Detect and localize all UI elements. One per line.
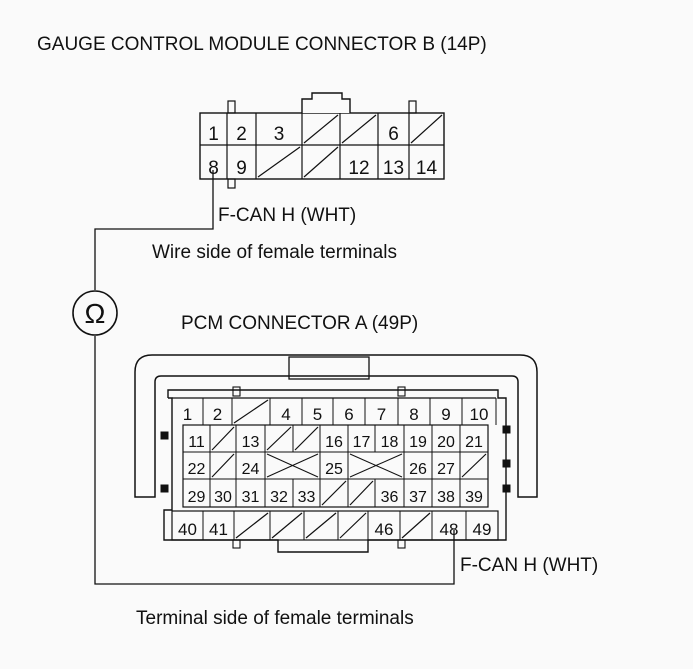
terminal-29: 29	[188, 489, 206, 506]
terminal-20: 20	[437, 434, 455, 451]
terminal-30: 30	[214, 489, 232, 506]
terminal-21: 21	[465, 434, 483, 451]
pcm-view-label: Terminal side of female terminals	[136, 608, 414, 629]
terminal-7: 7	[377, 405, 386, 424]
pcm-guide-tab	[397, 386, 406, 397]
terminal-48: 48	[440, 520, 459, 539]
blank-terminal	[341, 114, 377, 144]
terminal-25: 25	[325, 461, 343, 478]
blank-terminal	[461, 453, 487, 478]
terminal-36: 36	[381, 489, 399, 506]
terminal-19: 19	[409, 434, 427, 451]
blank-terminal	[211, 453, 235, 478]
terminal-38: 38	[437, 489, 455, 506]
gauge-guide-tab	[227, 100, 236, 114]
terminal-46: 46	[375, 520, 394, 539]
ohm-icon: Ω	[85, 298, 106, 329]
blank-terminal	[401, 512, 431, 539]
lead-to-pcm-terminal-48	[94, 336, 455, 585]
terminal-2: 2	[213, 405, 222, 424]
gauge-view-label: Wire side of female terminals	[152, 242, 397, 263]
pcm-inner-housing	[163, 389, 507, 553]
terminal-4: 4	[281, 405, 290, 424]
terminal-11: 11	[188, 434, 205, 451]
blank-terminal	[294, 426, 319, 451]
lead-to-gauge-terminal-8	[94, 170, 214, 290]
pcm-top-key	[288, 356, 370, 380]
blank-terminal	[339, 512, 367, 539]
terminal-37: 37	[409, 489, 427, 506]
terminal-1: 1	[208, 124, 219, 145]
terminal-22: 22	[188, 461, 206, 478]
terminal-32: 32	[270, 489, 288, 506]
terminal-49: 49	[473, 520, 492, 539]
terminal-5: 5	[313, 405, 322, 424]
blank-terminal	[211, 426, 235, 451]
gauge-wire-label: F-CAN H (WHT)	[218, 205, 357, 226]
pcm-middle-block	[182, 424, 489, 508]
terminal-31: 31	[242, 489, 260, 506]
terminal-41: 41	[209, 520, 228, 539]
terminal-33: 33	[298, 489, 316, 506]
pcm-wire-label: F-CAN H (WHT)	[460, 555, 599, 576]
terminal-8: 8	[409, 405, 418, 424]
pcm-connector-title: PCM CONNECTOR A (49P)	[181, 313, 419, 334]
blank-terminal	[321, 480, 347, 506]
test-leads: Ω	[72, 170, 455, 585]
gauge-latch	[301, 92, 351, 113]
pcm-lock-mark	[160, 484, 169, 493]
terminal-18: 18	[381, 434, 399, 451]
gauge-guide-tab	[408, 100, 417, 114]
terminal-13: 13	[242, 434, 260, 451]
terminal-16: 16	[325, 434, 343, 451]
pcm-bottom-row	[171, 510, 499, 541]
blank-terminal	[305, 512, 337, 539]
terminal-6: 6	[344, 405, 353, 424]
terminal-1: 1	[183, 405, 192, 424]
blank-terminal	[303, 114, 339, 144]
pcm-guide-tab	[232, 386, 241, 397]
terminal-9: 9	[441, 405, 450, 424]
terminal-13: 13	[383, 158, 404, 179]
terminal-14: 14	[416, 158, 438, 179]
terminal-2: 2	[236, 124, 247, 145]
terminal-24: 24	[242, 461, 260, 478]
blank-terminal-cross	[349, 453, 403, 478]
blank-terminal	[266, 426, 292, 451]
terminal-39: 39	[465, 489, 483, 506]
gauge-guide-tab	[227, 178, 236, 189]
terminal-9: 9	[236, 158, 247, 179]
blank-terminal	[257, 146, 301, 178]
terminal-26: 26	[409, 461, 427, 478]
blank-terminal	[271, 512, 303, 539]
blank-terminal	[303, 146, 339, 178]
pcm-shroud	[134, 354, 538, 498]
terminal-6: 6	[388, 124, 399, 145]
blank-terminal	[410, 114, 443, 144]
terminal-3: 3	[274, 124, 285, 145]
blank-terminal	[233, 399, 269, 424]
terminal-17: 17	[353, 434, 371, 451]
terminal-12: 12	[348, 158, 369, 179]
terminal-40: 40	[178, 520, 197, 539]
blank-terminal	[235, 512, 269, 539]
terminal-8: 8	[208, 158, 219, 179]
ohmmeter-symbol	[72, 290, 118, 336]
pcm-lock-mark	[160, 431, 169, 440]
pcm-guide-tab	[397, 539, 406, 549]
terminal-10: 10	[470, 405, 489, 424]
gauge-connector-title: GAUGE CONTROL MODULE CONNECTOR B (14P)	[37, 34, 487, 55]
blank-terminal-cross	[266, 453, 319, 478]
pcm-guide-tab	[232, 539, 241, 549]
blank-terminal	[349, 480, 374, 506]
terminal-27: 27	[437, 461, 455, 478]
